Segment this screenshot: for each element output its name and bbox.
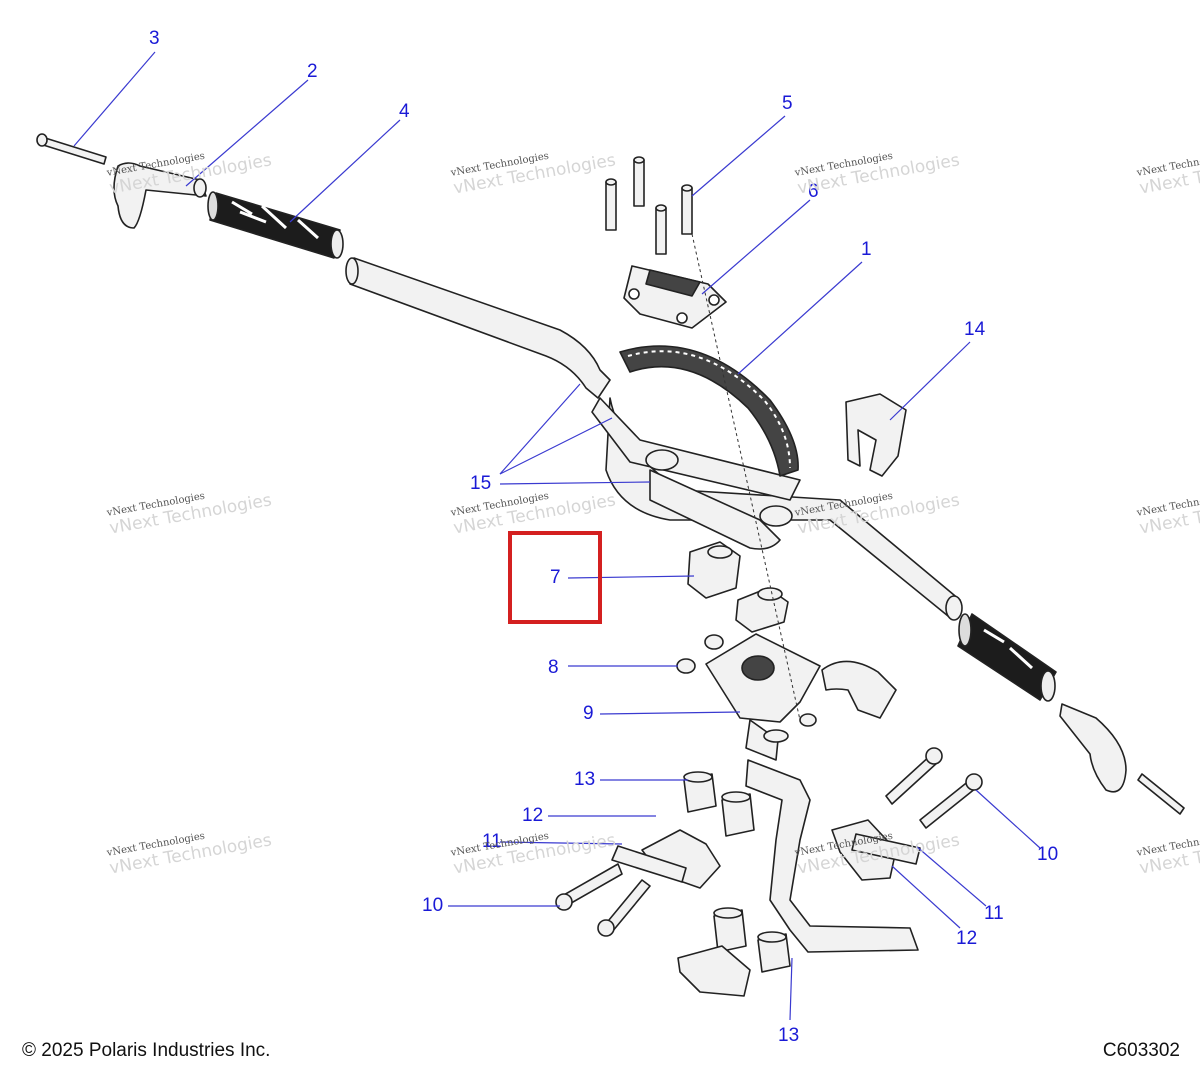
part-bolts-10 (555, 747, 983, 937)
callout-5: 5 (782, 93, 793, 114)
part-handlebar-1 (345, 257, 963, 621)
part-bar-end-left (113, 162, 207, 229)
callout-2: 2 (307, 61, 318, 82)
callout-4: 4 (399, 101, 410, 122)
callout-11-left: 11 (482, 831, 502, 852)
callout-9: 9 (583, 703, 594, 724)
part-clamp-right (821, 660, 897, 719)
callout-12-left: 12 (522, 805, 544, 826)
part-grip-right (957, 613, 1057, 702)
part-top-clamp-6 (623, 265, 727, 329)
part-bolt-3 (36, 133, 107, 165)
callout-13-lower: 13 (778, 1025, 800, 1046)
callout-7: 7 (550, 567, 561, 588)
callout-3: 3 (149, 28, 160, 49)
callout-13-upper: 13 (574, 769, 596, 790)
part-nut-8 (676, 658, 696, 674)
part-clamp-7 (687, 541, 789, 633)
part-bolts-5 (605, 156, 693, 255)
part-plate-11 (611, 845, 687, 883)
diagram-code: C603302 (1102, 1040, 1180, 1061)
callout-10-left: 10 (422, 895, 444, 916)
callout-11-right: 11 (984, 903, 1004, 924)
part-steering-post (745, 729, 919, 953)
callout-1: 1 (861, 239, 872, 260)
callout-12-right: 12 (956, 928, 978, 949)
callout-15: 15 (470, 473, 492, 494)
part-riser-9 (705, 633, 821, 761)
part-bar-end-right (1059, 703, 1127, 793)
copyright-text: © 2025 Polaris Industries Inc. (22, 1040, 271, 1061)
part-bracket-14 (845, 393, 907, 477)
part-spacers-13 (683, 771, 791, 973)
callout-8: 8 (548, 657, 559, 678)
highlight-box-part-7 (508, 531, 602, 624)
callout-6: 6 (808, 181, 819, 202)
callout-14: 14 (964, 319, 986, 340)
callout-10-right: 10 (1037, 844, 1059, 865)
part-grip-left (207, 191, 344, 259)
